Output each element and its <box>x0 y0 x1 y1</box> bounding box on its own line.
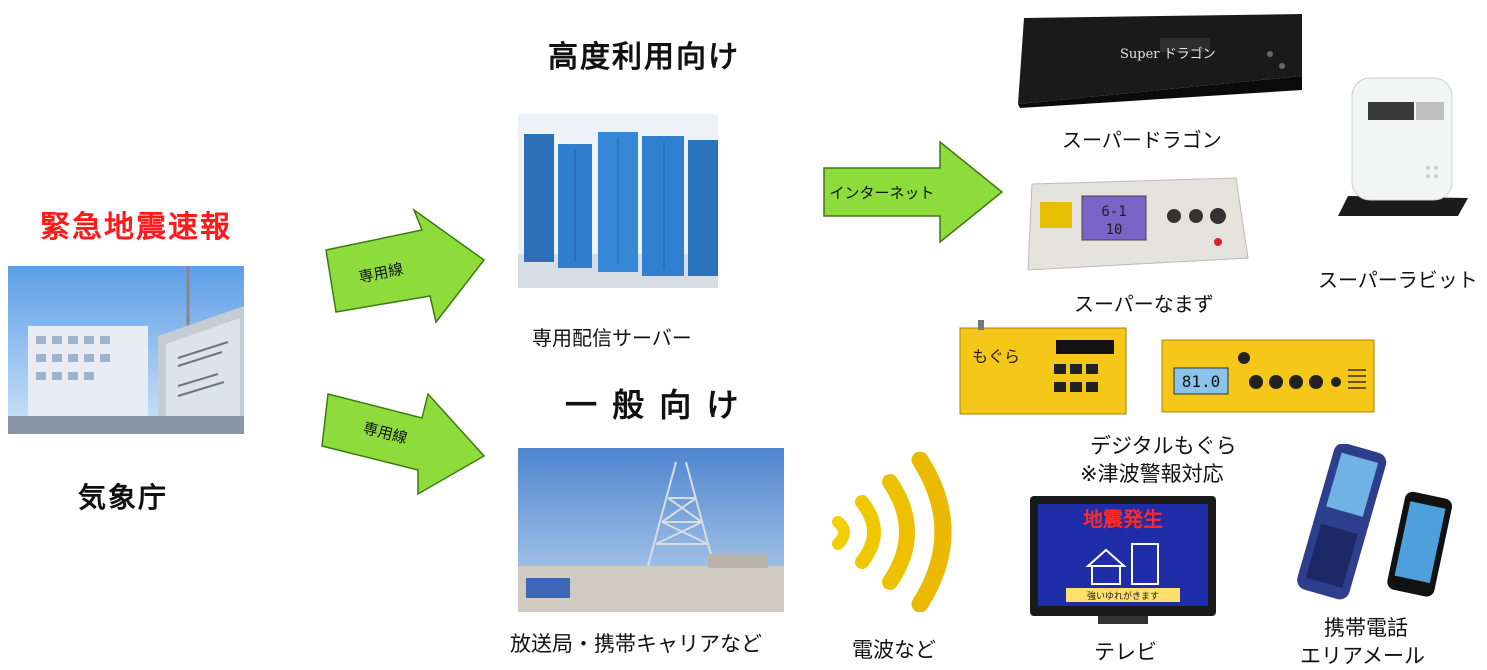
digital-mogura-label-line2: ※津波警報対応 <box>1080 462 1224 486</box>
mobile-label-line2: エリアメール <box>1300 644 1425 668</box>
broadcast-tower-photo <box>518 448 784 612</box>
server-racks-photo <box>518 114 718 288</box>
svg-text:10: 10 <box>1106 222 1123 238</box>
broadcaster-carrier-label: 放送局・携帯キャリアなど <box>510 632 762 656</box>
super-dragon-brand: Super ドラゴン <box>1120 46 1216 62</box>
digital-mogura-junior-device: もぐら <box>959 320 1127 415</box>
super-dragon-device: Super ドラゴン <box>1018 14 1302 108</box>
dedicated-server-label: 専用配信サーバー <box>532 326 692 350</box>
tv-screen-title: 地震発生 <box>1083 507 1163 531</box>
jma-label: 気象庁 <box>78 481 169 514</box>
mobile-phones-device <box>1297 444 1453 600</box>
internet-arrow: インターネット <box>823 140 1004 244</box>
internet-label: インターネット <box>829 184 934 202</box>
digital-mogura-device: 81.0 <box>1161 339 1375 413</box>
dedicated-line-arrow-upper: 専用線 <box>325 208 486 324</box>
super-rabbit-device <box>1338 77 1468 216</box>
super-rabbit-label: スーパーラビット <box>1318 268 1478 292</box>
jma-building-photo <box>8 266 244 434</box>
mogura-junior-text: もぐら <box>972 347 1020 366</box>
radio-waves-label: 電波など <box>852 638 936 662</box>
super-dragon-label: スーパードラゴン <box>1062 128 1222 152</box>
tv-label: テレビ <box>1094 640 1157 664</box>
tv-device: 地震発生 強いゆれがきます <box>1030 496 1216 624</box>
emergency-quake-alert-title: 緊急地震速報 <box>40 210 232 245</box>
super-namazu-device: 6-1 10 <box>1027 177 1249 271</box>
mobile-label-line1: 携帯電話 <box>1324 616 1408 640</box>
dedicated-line-arrow-lower: 専用線 <box>321 392 486 496</box>
super-namazu-label: スーパーなまず <box>1074 292 1214 316</box>
svg-text:6-1: 6-1 <box>1101 204 1126 220</box>
advanced-use-heading: 高度利用向け <box>548 40 740 75</box>
general-use-heading: 一 般 向 け <box>565 386 741 424</box>
mogura-display: 81.0 <box>1182 372 1221 391</box>
radio-waves-icon <box>832 452 952 612</box>
digital-mogura-label-line1: デジタルもぐら <box>1090 434 1237 458</box>
tv-screen-caption: 強いゆれがきます <box>1087 590 1159 602</box>
